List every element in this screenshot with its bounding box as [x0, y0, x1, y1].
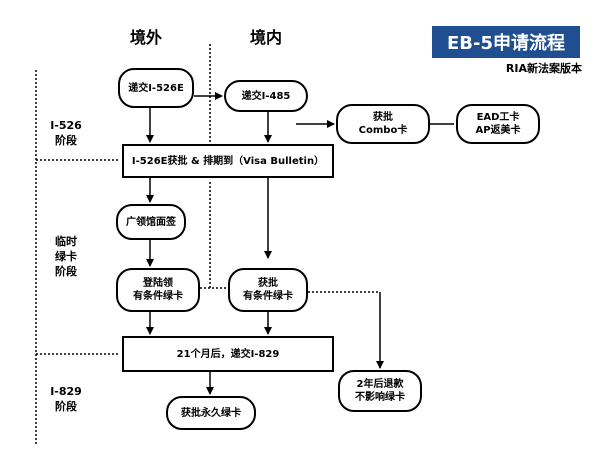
node-i526e-approved: I-526E获批 & 排期到（Visa Bulletin）	[122, 144, 334, 178]
stage-label-line: 阶段	[55, 265, 77, 278]
node-label: 递交I-485	[241, 90, 291, 102]
node-land-conditional: 登陆领 有条件绿卡	[116, 268, 200, 312]
node-submit-i526e: 递交I-526E	[118, 68, 194, 108]
node-label: 登陆领	[143, 278, 173, 289]
stage-label-line: I-829	[50, 385, 82, 398]
node-label: 2年后退款	[356, 379, 404, 390]
node-approve-combo: 获批 Combo卡	[336, 104, 430, 144]
node-label: 广领馆面签	[126, 216, 176, 228]
stage-label-temporary: 临时 绿卡 阶段	[46, 234, 86, 279]
node-label: 21个月后，递交I-829	[176, 348, 280, 360]
node-ead-ap-card: EAD工卡 AP返美卡	[456, 104, 540, 144]
stage-label-i829: I-829 阶段	[46, 384, 86, 414]
stage-label-line: I-526	[50, 119, 82, 132]
stage-label-line: 临时	[55, 235, 77, 248]
node-approve-permanent: 获批永久绿卡	[166, 396, 256, 430]
stage-label-line: 阶段	[55, 400, 77, 413]
node-label: 获批	[373, 112, 393, 123]
node-label: AP返美卡	[475, 125, 521, 136]
node-label: 递交I-526E	[128, 82, 184, 94]
node-label: 获批	[258, 278, 278, 289]
node-approve-conditional: 获批 有条件绿卡	[228, 268, 308, 312]
node-label: I-526E获批 & 排期到（Visa Bulletin）	[131, 155, 325, 167]
node-consulate-interview: 广领馆面签	[116, 204, 186, 240]
node-label: 有条件绿卡	[133, 291, 183, 302]
node-label: EAD工卡	[476, 112, 520, 123]
node-submit-i485: 递交I-485	[224, 80, 308, 112]
page-subtitle: RIA新法案版本	[505, 62, 582, 75]
node-label: 获批永久绿卡	[181, 407, 241, 419]
node-label: Combo卡	[358, 125, 408, 136]
column-header-overseas: 境外	[130, 28, 163, 47]
column-header-domestic: 境内	[250, 28, 283, 47]
node-refund-note: 2年后退款 不影响绿卡	[338, 370, 422, 412]
node-label: 不影响绿卡	[355, 392, 405, 403]
stage-label-i526: I-526 阶段	[46, 118, 86, 148]
stage-label-line: 绿卡	[55, 250, 77, 263]
stage-label-line: 阶段	[55, 134, 77, 147]
node-after-21-months: 21个月后，递交I-829	[122, 336, 334, 372]
page-title: EB-5申请流程	[432, 26, 580, 58]
node-label: 有条件绿卡	[243, 291, 293, 302]
